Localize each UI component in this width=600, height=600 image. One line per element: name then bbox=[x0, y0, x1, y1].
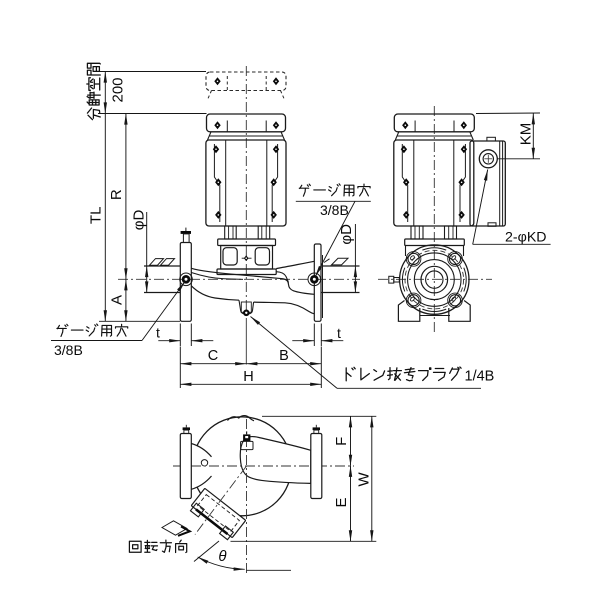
svg-text:B: B bbox=[279, 348, 289, 364]
svg-text:φD: φD bbox=[131, 210, 148, 231]
svg-text:E: E bbox=[333, 497, 350, 507]
svg-text:3/8B: 3/8B bbox=[320, 202, 349, 218]
svg-text:2-φKD: 2-φKD bbox=[505, 230, 547, 246]
svg-text:3/8B: 3/8B bbox=[54, 342, 83, 358]
svg-text:TL: TL bbox=[88, 207, 105, 225]
svg-text:C: C bbox=[208, 348, 218, 364]
svg-text:θ: θ bbox=[218, 548, 226, 565]
svg-text:t: t bbox=[156, 325, 160, 341]
svg-text:200: 200 bbox=[110, 77, 127, 102]
svg-text:W: W bbox=[356, 471, 373, 486]
svg-text:R: R bbox=[108, 189, 125, 200]
svg-text:1/4B: 1/4B bbox=[465, 369, 495, 385]
svg-text:A: A bbox=[108, 295, 125, 305]
svg-text:φD: φD bbox=[338, 224, 355, 245]
svg-text:KM: KM bbox=[518, 123, 535, 146]
svg-text:F: F bbox=[333, 437, 350, 446]
svg-text:H: H bbox=[243, 369, 253, 385]
svg-text:t: t bbox=[337, 325, 341, 341]
